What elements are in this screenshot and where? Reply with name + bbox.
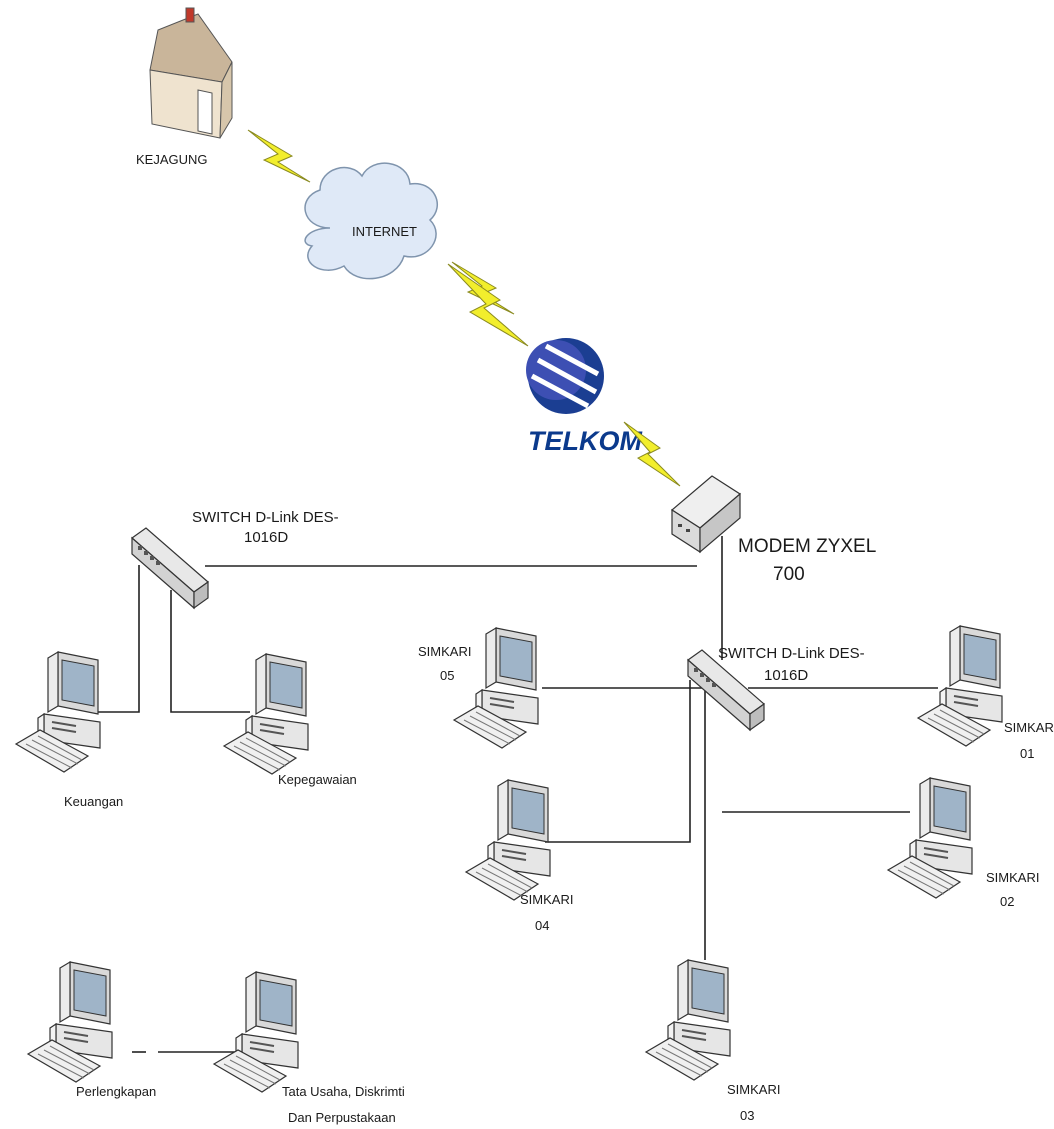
perlengkapan-label: Perlengkapan [76, 1084, 156, 1099]
switch-right-icon [687, 649, 765, 731]
modem-label-line2: 700 [773, 564, 805, 585]
lightning-icon [247, 129, 311, 183]
tatausaha-label-line2: Dan Perpustakaan [288, 1110, 396, 1125]
computer-keuangan-icon [15, 651, 101, 773]
kejagung-house-icon [149, 7, 233, 139]
network-cables [98, 536, 938, 1053]
modem-zyxel-icon [670, 475, 742, 554]
telkom-logo-icon [526, 338, 604, 414]
simkari01-label-line1: SIMKARI [1004, 720, 1054, 735]
switch-right-label-line2: 1016D [764, 667, 808, 684]
switch-left-label-line1: SWITCH D-Link DES- [192, 509, 339, 526]
computer-tatausaha-icon [213, 971, 299, 1093]
simkari03-label-line2: 03 [740, 1108, 754, 1123]
simkari04-label-line2: 04 [535, 918, 549, 933]
computer-simkari04-icon [465, 779, 551, 901]
kepegawaian-label: Kepegawaian [278, 772, 357, 787]
simkari05-label-line2: 05 [440, 668, 454, 683]
cable-switch-left-to-keuangan [98, 565, 140, 713]
telkom-label: TELKOM [528, 426, 642, 456]
internet-label: INTERNET [352, 224, 417, 239]
modem-label-line1: MODEM ZYXEL [738, 536, 876, 557]
lightning-icon [447, 263, 529, 347]
simkari03-label-line1: SIMKARI [727, 1082, 780, 1097]
lightning-icon [623, 421, 681, 487]
computer-simkari02-icon [887, 777, 973, 899]
kejagung-label: KEJAGUNG [136, 152, 208, 167]
cable-simkari04 [545, 680, 691, 843]
simkari02-label-line1: SIMKARI [986, 870, 1039, 885]
internet-cloud-icon [304, 162, 439, 280]
simkari04-label-line1: SIMKARI [520, 892, 573, 907]
simkari05-label-line1: SIMKARI [418, 644, 471, 659]
keuangan-label: Keuangan [64, 794, 123, 809]
switch-left-label-line2: 1016D [244, 529, 288, 546]
tatausaha-label-line1: Tata Usaha, Diskrimti [282, 1084, 405, 1099]
switch-left-icon [131, 527, 209, 609]
computer-kepegawaian-icon [223, 653, 309, 775]
computer-simkari03-icon [645, 959, 731, 1081]
simkari02-label-line2: 02 [1000, 894, 1014, 909]
computer-perlengkapan-icon [27, 961, 113, 1083]
cable-switch-left-to-kepegawaian [170, 590, 250, 713]
computer-simkari01-icon [917, 625, 1003, 747]
switch-right-label-line1: SWITCH D-Link DES- [718, 645, 865, 662]
simkari01-label-line2: 01 [1020, 746, 1034, 761]
